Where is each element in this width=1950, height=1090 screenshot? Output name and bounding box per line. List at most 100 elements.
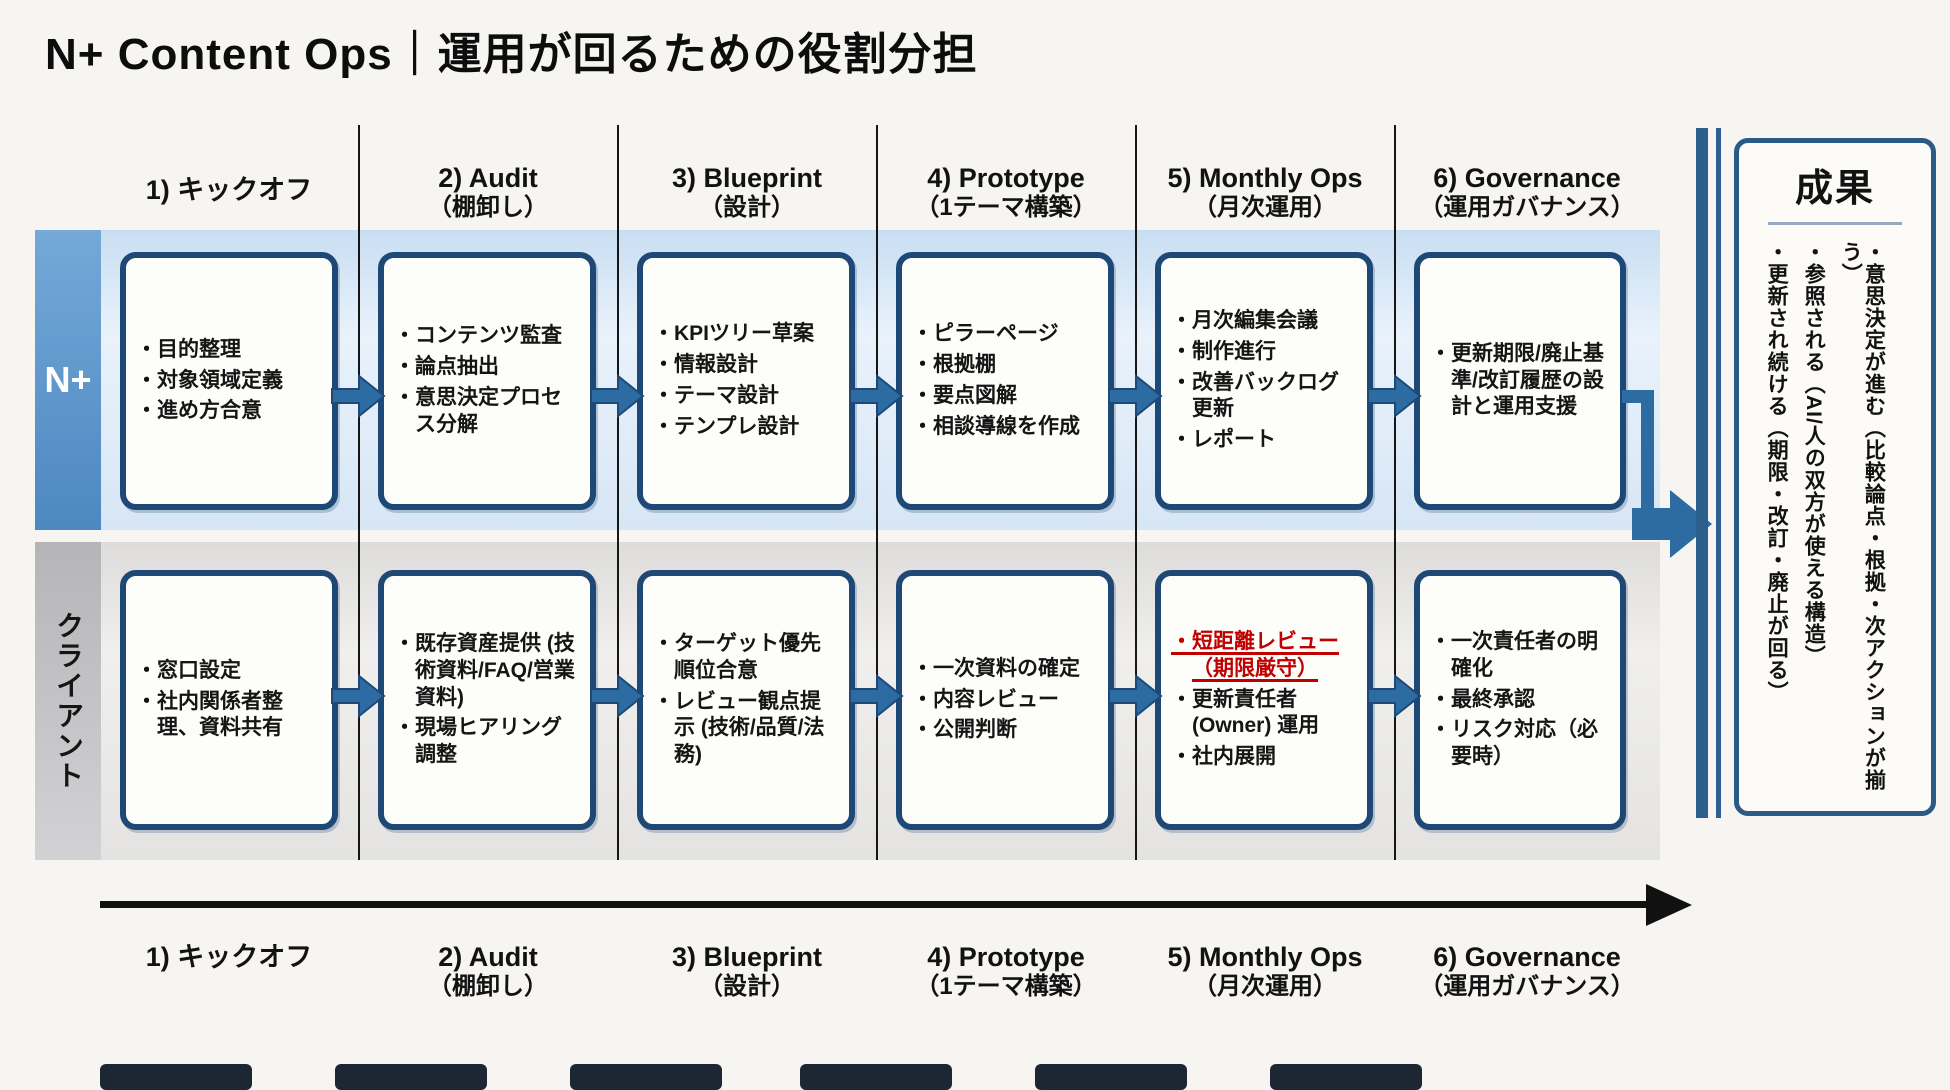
phase-header-monthly-ops: 5) Monthly Ops （月次運用） bbox=[1140, 130, 1390, 222]
task-box-nplus-governance: ・更新期限/廃止基準/改訂履歴の設計と運用支援 bbox=[1414, 252, 1626, 510]
phase-sublabel: （運用ガバナンス） bbox=[1419, 194, 1635, 222]
phase-header-blueprint: 3) Blueprint （設計） bbox=[622, 130, 872, 222]
bullet-marker: ・ bbox=[136, 399, 157, 423]
page-title: N+ Content Ops｜運用が回るための役割分担 bbox=[45, 30, 978, 79]
task-text: 現場ヒアリング調整 bbox=[415, 716, 562, 767]
task-item: ・レビュー観点提示 (技術/品質/法務) bbox=[653, 689, 841, 770]
lane-label-nplus: N+ bbox=[35, 230, 101, 530]
outcome-text: 意思決定が進む（比較論点・根拠・次アクションが揃う） bbox=[1839, 241, 1886, 791]
task-text: テーマ設計 bbox=[674, 384, 779, 407]
bullet-marker: ・ bbox=[1765, 241, 1789, 263]
task-item: ・要点図解 bbox=[912, 383, 1100, 410]
task-text: レポート bbox=[1192, 428, 1276, 452]
phase-header-audit: 2) Audit （棚卸し） bbox=[363, 130, 613, 222]
task-item: ・既存資産提供 (技術資料/FAQ/営業資料) bbox=[394, 631, 582, 712]
bullet-marker: ・ bbox=[912, 656, 933, 680]
phase-sublabel: （運用ガバナンス） bbox=[1419, 973, 1635, 1001]
lane-label-client: クライアント bbox=[35, 542, 101, 860]
task-box-client-governance: ・一次責任者の明確化 ・最終承認 ・リスク対応（必要時） bbox=[1414, 570, 1626, 830]
connector-elbow-vertical bbox=[1641, 390, 1654, 524]
task-text: KPIツリー草案 bbox=[674, 322, 815, 346]
phase-label: 2) Audit bbox=[438, 163, 538, 194]
cutoff-card bbox=[1270, 1064, 1422, 1090]
phase-label: 6) Governance bbox=[1433, 163, 1621, 194]
task-item: ・社内展開 bbox=[1171, 744, 1359, 771]
task-text: 窓口設定 bbox=[157, 658, 241, 682]
column-separator bbox=[617, 125, 619, 860]
bullet-marker: ・ bbox=[912, 414, 933, 438]
bullet-marker: ・ bbox=[1171, 308, 1192, 332]
task-text: 制作進行 bbox=[1192, 339, 1276, 363]
cutoff-card bbox=[100, 1064, 252, 1090]
bullet-marker: ・ bbox=[394, 324, 415, 348]
task-text: コンテンツ監査 bbox=[415, 324, 562, 348]
phase-header-kickoff: 1) キックオフ bbox=[104, 130, 354, 222]
task-item: ・一次責任者の明確化 bbox=[1430, 629, 1612, 683]
bullet-marker: ・ bbox=[1802, 241, 1826, 263]
task-item: ・公開判断 bbox=[912, 717, 1100, 744]
task-item: ・論点抽出 bbox=[394, 354, 582, 381]
outcome-item: ・参照される（AI/人の双方が使える構造） bbox=[1802, 241, 1825, 793]
phase-sublabel: （月次運用） bbox=[1193, 194, 1337, 222]
task-box-client-prototype: ・一次資料の確定 ・内容レビュー ・公開判断 bbox=[896, 570, 1114, 830]
timeline-arrow-shaft bbox=[100, 901, 1652, 908]
cutoff-card bbox=[335, 1064, 487, 1090]
outcome-item: ・更新され続ける（期限・改訂・廃止が回る） bbox=[1765, 241, 1788, 793]
task-text: 対象領域定義 bbox=[157, 368, 283, 392]
bullet-marker: ・ bbox=[912, 353, 933, 377]
task-item: ・相談導線を作成 bbox=[912, 414, 1100, 441]
phase-sublabel: （月次運用） bbox=[1193, 973, 1337, 1001]
task-box-nplus-blueprint: ・KPIツリー草案 ・情報設計 ・テーマ設計 ・テンプレ設計 bbox=[637, 252, 855, 510]
task-item: ・更新期限/廃止基準/改訂履歴の設計と運用支援 bbox=[1430, 341, 1612, 422]
bullet-marker: ・ bbox=[912, 718, 933, 742]
phase-sublabel: （1テーマ構築） bbox=[915, 973, 1097, 1001]
task-item: ・社内関係者整理、資料共有 bbox=[136, 689, 324, 743]
task-text: 論点抽出 bbox=[415, 355, 499, 379]
task-item: ・ピラーページ bbox=[912, 321, 1100, 348]
outcome-divider bbox=[1767, 222, 1903, 225]
bullet-marker: ・ bbox=[1430, 629, 1451, 653]
task-box-client-audit: ・既存資産提供 (技術資料/FAQ/営業資料) ・現場ヒアリング調整 bbox=[378, 570, 596, 830]
task-text: 改善バックログ更新 bbox=[1192, 370, 1339, 421]
bullet-marker: ・ bbox=[912, 322, 933, 346]
task-text: レビュー観点提示 (技術/品質/法務) bbox=[674, 689, 825, 767]
task-text: 更新責任者 (Owner) 運用 bbox=[1192, 687, 1320, 738]
task-item: ・目的整理 bbox=[136, 337, 324, 364]
task-box-client-kickoff: ・窓口設定 ・社内関係者整理、資料共有 bbox=[120, 570, 338, 830]
task-item: ・ターゲット優先順位合意 bbox=[653, 631, 841, 685]
task-text: 月次編集会議 bbox=[1192, 308, 1318, 332]
flow-arrow-icon bbox=[330, 668, 386, 724]
task-box-nplus-prototype: ・ピラーページ ・根拠棚 ・要点図解 ・相談導線を作成 bbox=[896, 252, 1114, 510]
phase-sublabel: （1テーマ構築） bbox=[915, 194, 1097, 222]
task-box-nplus-audit: ・コンテンツ監査 ・論点抽出 ・意思決定プロセス分解 bbox=[378, 252, 596, 510]
task-item: ・テンプレ設計 bbox=[653, 414, 841, 441]
bullet-marker: ・ bbox=[1430, 687, 1451, 711]
bullet-marker: ・ bbox=[1171, 428, 1192, 452]
bullet-marker: ・ bbox=[912, 687, 933, 711]
column-separator bbox=[358, 125, 360, 860]
task-item: ・一次資料の確定 bbox=[912, 656, 1100, 683]
cutoff-card bbox=[1035, 1064, 1187, 1090]
task-item: ・内容レビュー bbox=[912, 687, 1100, 714]
task-item: ・進め方合意 bbox=[136, 398, 324, 425]
flow-arrow-icon bbox=[330, 368, 386, 424]
task-item: ・対象領域定義 bbox=[136, 368, 324, 395]
outcome-text: 参照される（AI/人の双方が使える構造） bbox=[1802, 263, 1826, 667]
phase-label: 4) Prototype bbox=[927, 942, 1085, 972]
task-item: ・レポート bbox=[1171, 427, 1359, 454]
phase-label: 3) Blueprint bbox=[671, 942, 822, 972]
timeline-label-monthly-ops: 5) Monthly Ops （月次運用） bbox=[1140, 942, 1390, 1001]
phase-label: 3) Blueprint bbox=[671, 163, 822, 194]
task-text: 更新期限/廃止基準/改訂履歴の設計と運用支援 bbox=[1451, 341, 1604, 419]
task-item: ・意思決定プロセス分解 bbox=[394, 385, 582, 439]
task-text: 既存資産提供 (技術資料/FAQ/営業資料) bbox=[415, 631, 575, 709]
flow-arrow-icon bbox=[848, 668, 904, 724]
phase-label: 1) キックオフ bbox=[145, 174, 313, 205]
task-text: リスク対応（必要時） bbox=[1451, 718, 1598, 769]
phase-header-prototype: 4) Prototype （1テーマ構築） bbox=[881, 130, 1131, 222]
phase-label: 5) Monthly Ops bbox=[1167, 163, 1363, 194]
bullet-marker: ・ bbox=[136, 337, 157, 361]
task-text: 社内展開 bbox=[1192, 745, 1276, 769]
bullet-marker: ・ bbox=[1171, 339, 1192, 363]
outcome-text: 更新され続ける（期限・改訂・廃止が回る） bbox=[1765, 263, 1789, 703]
